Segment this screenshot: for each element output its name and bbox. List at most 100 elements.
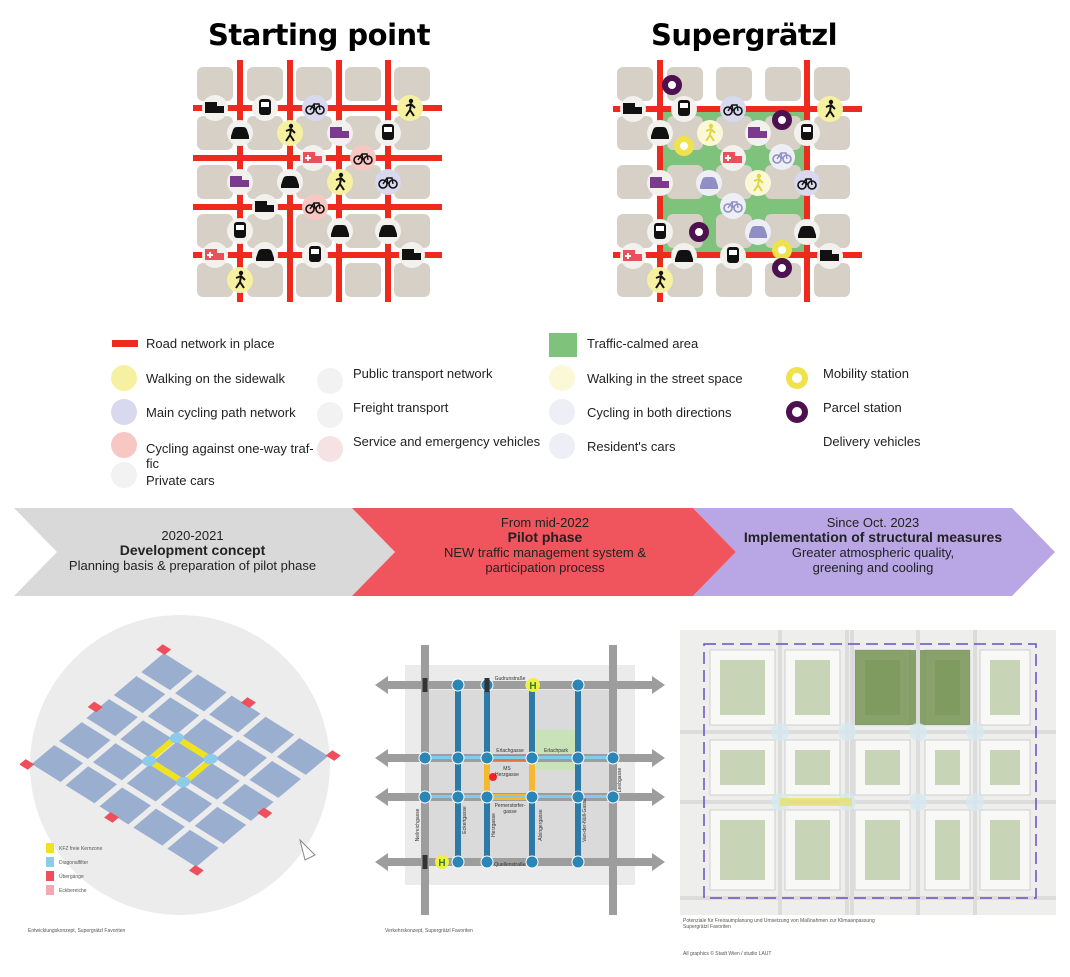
city-block (716, 165, 752, 199)
head (828, 99, 834, 105)
bicycle-both-icon (549, 399, 575, 425)
node-icon (606, 790, 620, 804)
head (708, 123, 714, 129)
mob-icon (674, 136, 694, 156)
walkS-icon (745, 170, 771, 196)
street (680, 800, 1056, 804)
node-icon (451, 790, 465, 804)
legend-diagonalfilter: Diagonalfilter (59, 860, 89, 866)
city-block (345, 263, 381, 297)
plaza (909, 723, 927, 741)
cab (217, 253, 224, 260)
car (675, 250, 693, 262)
city-block (394, 116, 430, 150)
block (65, 766, 117, 804)
wheel (797, 180, 807, 190)
car-icon (375, 218, 401, 244)
wheel (378, 179, 388, 189)
node-icon (571, 790, 585, 804)
city-block (394, 263, 430, 297)
arrow-icon (375, 749, 388, 767)
label-erlachpark: Erlachpark (544, 748, 568, 754)
wheel (305, 105, 315, 115)
city-block (617, 67, 653, 101)
cab (662, 181, 669, 188)
block (181, 718, 234, 756)
frame (776, 152, 788, 160)
frame (727, 104, 739, 112)
city-block (667, 165, 703, 199)
legend-walk: Walking on the sidewalk (146, 371, 285, 386)
arrow-icon (375, 853, 388, 871)
crossing (241, 697, 256, 708)
cross (207, 252, 213, 258)
arrow-icon (652, 788, 665, 806)
credit: All graphics © Stadt Wien / studio LAUT (683, 951, 772, 957)
cargo (255, 201, 267, 212)
phase-pilot: From mid-2022 Pilot phase NEW traffic ma… (415, 515, 675, 575)
calmed-area-swatch (549, 333, 577, 357)
block (194, 806, 247, 844)
node-icon (480, 790, 494, 804)
street-neilreichgasse: Neilreichgasse (415, 808, 421, 841)
street-leebgasse: Leebgasse (617, 768, 623, 793)
block (175, 674, 227, 712)
ring (662, 75, 682, 95)
legend-road: Road network in place (146, 336, 275, 351)
car-icon (327, 218, 353, 244)
window (680, 103, 688, 108)
erlachpark (536, 730, 576, 770)
pilot-segment (529, 758, 535, 798)
bikeB-icon (769, 144, 795, 170)
window (729, 250, 737, 255)
city-block (814, 165, 850, 199)
cargo (230, 176, 242, 187)
node-icon (451, 678, 465, 692)
truck-icon (252, 194, 278, 220)
legend-uebergaenge: Übergänge (59, 874, 84, 880)
ring (674, 136, 694, 156)
window (384, 127, 392, 132)
delivery-vehicle-icon (784, 430, 810, 456)
cab (267, 205, 274, 212)
body (655, 274, 666, 289)
walk-icon (227, 267, 253, 293)
car (651, 127, 669, 139)
street (916, 630, 920, 915)
block (160, 785, 213, 823)
street-horizontal (385, 681, 655, 689)
phase-name: Implementation of structural measures (743, 529, 1003, 545)
cab (635, 107, 642, 114)
phase-desc: Greater atmospheric quality, greening an… (791, 545, 955, 575)
bike-icon (720, 96, 746, 122)
grid-diagrams (193, 60, 862, 302)
traffic-caption: Verkehrskonzept, Supergrätzl Favoriten (385, 928, 473, 934)
phase-name: Pilot phase (507, 529, 583, 545)
bike-street (425, 795, 613, 798)
bus-icon (302, 242, 328, 268)
emg-icon (720, 145, 746, 171)
phase-1-arrow (14, 508, 395, 596)
courtyard (990, 660, 1020, 715)
walking-street-icon (549, 365, 575, 391)
crossing (188, 865, 204, 876)
bus-stop-label: H (529, 681, 536, 692)
frame (309, 202, 321, 210)
frame (382, 177, 394, 185)
city-block (345, 67, 381, 101)
walk-icon (277, 120, 303, 146)
body (753, 177, 764, 192)
cursor-icon (299, 838, 316, 861)
bicycle-against-icon (111, 432, 137, 458)
car-icon (111, 462, 137, 488)
cargo (330, 127, 342, 138)
wheel (723, 203, 733, 213)
block (133, 808, 185, 846)
block (99, 787, 151, 825)
bus-stop-icon (435, 855, 449, 869)
core-zone (170, 733, 217, 764)
city-block (617, 116, 653, 150)
school-marker (489, 773, 497, 781)
